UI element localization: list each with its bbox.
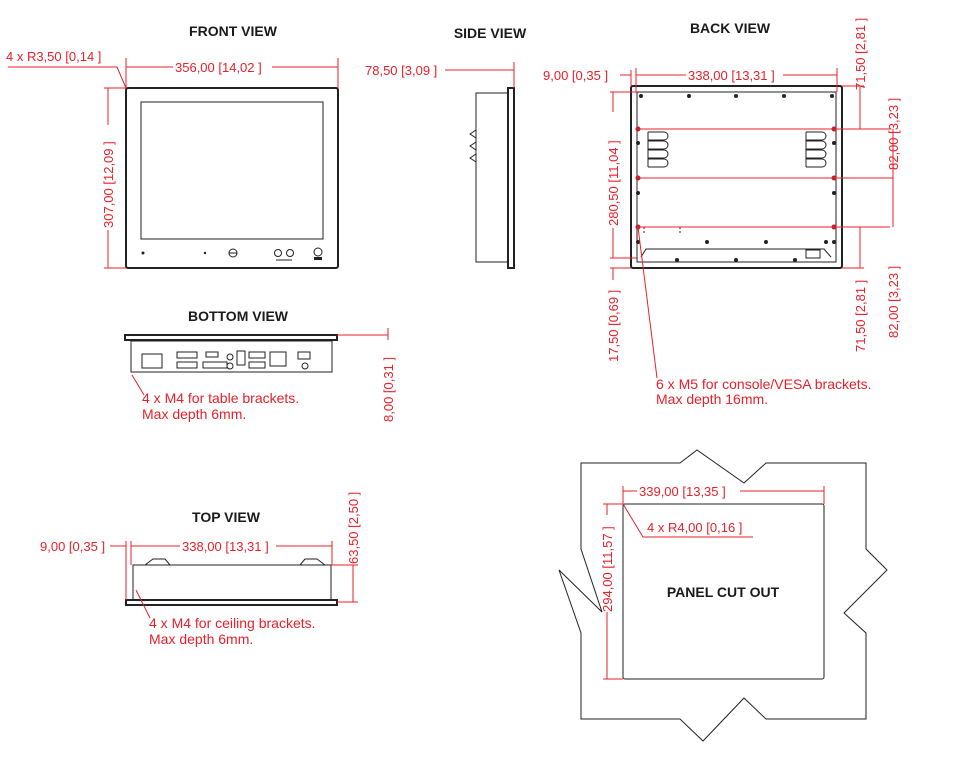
- front-width-label: 356,00 [14,02 ]: [175, 60, 262, 75]
- cut-out-height-dimension: 294,00 [11,57 ]: [600, 503, 623, 680]
- back-height-label: 280,50 [11,04 ]: [606, 140, 621, 226]
- bottom-thickness-label: 8,00 [0,31 ]: [381, 357, 396, 422]
- back-note-line1: 6 x M5 for console/VESA brackets.: [656, 376, 872, 392]
- bottom-note-callout: 4 x M4 for table brackets. Max depth 6mm…: [131, 374, 299, 422]
- serial-port-icon: [176, 361, 198, 369]
- side-view: SIDE VIEW 78,50 [3,09 ]: [365, 25, 527, 269]
- back-bottom-offset-label: 17,50 [0,69 ]: [606, 290, 621, 362]
- back-height-dimension: 280,50 [11,04 ]: [606, 91, 637, 259]
- power-socket-icon: [805, 249, 821, 259]
- bottom-thickness-dimension: 8,00 [0,31 ]: [337, 328, 396, 422]
- cut-out-radius-label: 4 x R4,00 [0,16 ]: [647, 520, 742, 535]
- top-offset-dimension: 9,00 [0,35 ]: [40, 539, 127, 600]
- audio-jack-icon: [226, 353, 234, 361]
- antenna-connector-icon: [301, 362, 309, 370]
- side-body: [475, 92, 509, 263]
- vesa-lines: [638, 128, 893, 228]
- cut-out-height-label: 294,00 [11,57 ]: [600, 526, 615, 612]
- back-panel: [636, 91, 837, 263]
- vent-right-icon: [805, 131, 827, 168]
- power-inlet-icon: [141, 353, 163, 369]
- side-vent-fins: [469, 129, 477, 163]
- io-panel-outline: [640, 248, 832, 258]
- brightness-buttons-icon: [274, 249, 294, 261]
- panel-cut-out-title: PANEL CUT OUT: [667, 584, 780, 600]
- back-view: BACK VIEW: [543, 18, 901, 407]
- top-depth-dimension: 63,50 [2,50 ]: [331, 492, 361, 603]
- back-offset-label: 9,00 [0,35 ]: [543, 68, 608, 83]
- panel-cut-out: PANEL CUT OUT 339,00 [13,35 ] 4 x R4,00 …: [558, 449, 888, 742]
- usb-port-icon: [205, 351, 219, 358]
- top-width-label: 338,00 [13,31 ]: [182, 539, 269, 554]
- usb-port-icon: [313, 247, 323, 260]
- led-indicator-icon: [141, 251, 145, 255]
- back-width-label: 338,00 [13,31 ]: [688, 68, 775, 83]
- label-area: [643, 227, 681, 235]
- bottom-view-title: BOTTOM VIEW: [188, 308, 289, 324]
- bottom-bezel: [124, 334, 338, 341]
- ethernet-port-icon: [269, 351, 287, 367]
- bottom-body: [130, 340, 333, 373]
- usb-port-icon: [236, 350, 246, 366]
- back-width-dimension: 338,00 [13,31 ]: [635, 68, 838, 92]
- cut-out-width-dimension: 339,00 [13,35 ]: [622, 484, 825, 504]
- vent-left-icon: [647, 131, 669, 168]
- front-corner-radius-callout: 4 x R3,50 [0,14 ]: [6, 49, 127, 89]
- side-depth-label: 78,50 [3,09 ]: [365, 63, 437, 78]
- panel-outline: [558, 449, 888, 742]
- io-ports: [141, 350, 311, 370]
- cut-out-width-label: 339,00 [13,35 ]: [639, 484, 726, 499]
- front-height-dimension: 307,00 [12,09 ]: [101, 87, 126, 269]
- top-depth-label: 63,50 [2,50 ]: [346, 492, 361, 564]
- cut-out-radius-callout: 4 x R4,00 [0,16 ]: [622, 503, 753, 538]
- side-depth-dimension: 78,50 [3,09 ]: [365, 62, 515, 88]
- sensor-icon: [203, 251, 207, 255]
- back-note-callout: 6 x M5 for console/VESA brackets. Max de…: [637, 226, 872, 407]
- back-bottom-offset-dimension: 17,50 [0,69 ]: [606, 267, 631, 362]
- back-note-line2: Max depth 16mm.: [656, 391, 768, 407]
- power-button-icon: [228, 248, 238, 258]
- top-view: TOP VIEW 338,00 [13,31 ] 9,00 [0,35 ] 63…: [40, 492, 361, 647]
- top-view-title: TOP VIEW: [192, 509, 261, 525]
- top-bracket-tabs: [144, 558, 326, 566]
- top-note-line1: 4 x M4 for ceiling brackets.: [149, 615, 316, 631]
- top-bezel: [125, 599, 338, 606]
- back-hole-spacing-bottom-label: 82,00 [3,23 ]: [886, 266, 901, 338]
- back-housing: [630, 85, 843, 269]
- serial-port-icon: [248, 351, 266, 359]
- side-view-title: SIDE VIEW: [454, 25, 527, 41]
- vga-port-icon: [202, 361, 228, 369]
- bottom-note-line1: 4 x M4 for table brackets.: [142, 390, 299, 406]
- front-view: FRONT VIEW 356,00 [14,02 ] 4 x R3,50 [0,…: [6, 23, 339, 269]
- front-corner-radius-label: 4 x R3,50 [0,14 ]: [6, 49, 101, 64]
- serial-port-icon: [176, 351, 198, 359]
- serial-port-icon: [248, 361, 266, 369]
- bottom-note-line2: Max depth 6mm.: [142, 406, 246, 422]
- back-screws: [636, 94, 836, 262]
- back-top-spacing-label: 71,50 [2,81 ]: [853, 18, 868, 90]
- front-height-label: 307,00 [12,09 ]: [101, 141, 116, 228]
- front-bezel: [125, 87, 339, 269]
- top-offset-label: 9,00 [0,35 ]: [40, 539, 105, 554]
- dvi-port-icon: [297, 351, 311, 360]
- front-view-title: FRONT VIEW: [189, 23, 278, 39]
- back-bottom-spacing-label: 71,50 [2,81 ]: [853, 280, 868, 352]
- back-view-title: BACK VIEW: [690, 20, 771, 36]
- back-hole-spacing-top-label: 82,00 [3,23 ]: [886, 98, 901, 170]
- side-bezel: [507, 87, 515, 269]
- audio-jack-icon: [226, 362, 234, 370]
- top-note-line2: Max depth 6mm.: [149, 631, 253, 647]
- front-width-dimension: 356,00 [14,02 ]: [125, 58, 339, 88]
- top-body: [132, 564, 332, 601]
- bottom-view: BOTTOM VIEW 8,00 [0,31 ] 4 x M4 for tabl…: [124, 308, 396, 422]
- top-note-callout: 4 x M4 for ceiling brackets. Max depth 6…: [135, 589, 316, 647]
- front-screen: [140, 101, 324, 240]
- top-width-dimension: 338,00 [13,31 ]: [130, 539, 333, 565]
- back-right-dimensions: 71,50 [2,81 ] 71,50 [2,81 ] 82,00 [3,23 …: [842, 18, 901, 352]
- cut-out-opening: [622, 503, 825, 680]
- back-offset-dimension: 9,00 [0,35 ]: [543, 68, 632, 86]
